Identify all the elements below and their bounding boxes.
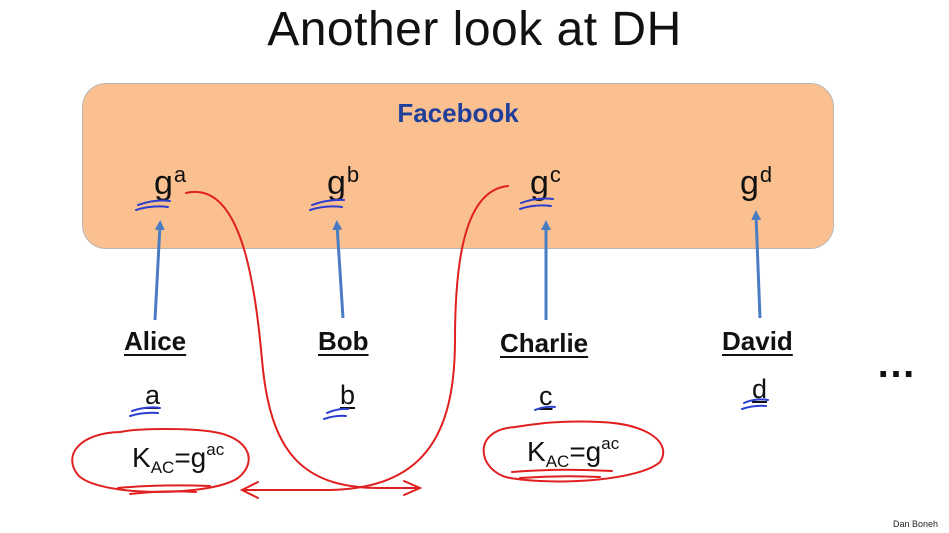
ink-arrowhead-alice bbox=[239, 481, 259, 499]
party-name-alice: Alice bbox=[124, 326, 187, 356]
shared-key-alice: KAC=gac bbox=[132, 440, 225, 477]
public-value-david: gd bbox=[740, 162, 773, 202]
author-credit: Dan Boneh bbox=[893, 519, 939, 529]
party-name-charlie: Charlie bbox=[500, 328, 589, 358]
slide-title: Another look at DH bbox=[267, 3, 682, 56]
secret-charlie: c bbox=[539, 381, 553, 411]
party-name-david: David bbox=[722, 326, 793, 356]
secret-alice: a bbox=[145, 380, 161, 410]
secret-david: d bbox=[752, 374, 768, 404]
ink-arrowhead-charlie bbox=[403, 480, 423, 496]
public-value-bob: gb bbox=[327, 162, 360, 202]
party-name-bob: Bob bbox=[318, 326, 369, 356]
shared-key-charlie: KAC=gac bbox=[527, 434, 620, 471]
more-parties-ellipsis: … bbox=[876, 342, 918, 386]
public-value-alice: ga bbox=[154, 162, 187, 202]
facebook-label: Facebook bbox=[397, 98, 519, 128]
secret-bob: b bbox=[340, 380, 356, 410]
ink-underline-key-alice bbox=[117, 484, 211, 495]
public-value-charlie: gc bbox=[530, 162, 561, 202]
